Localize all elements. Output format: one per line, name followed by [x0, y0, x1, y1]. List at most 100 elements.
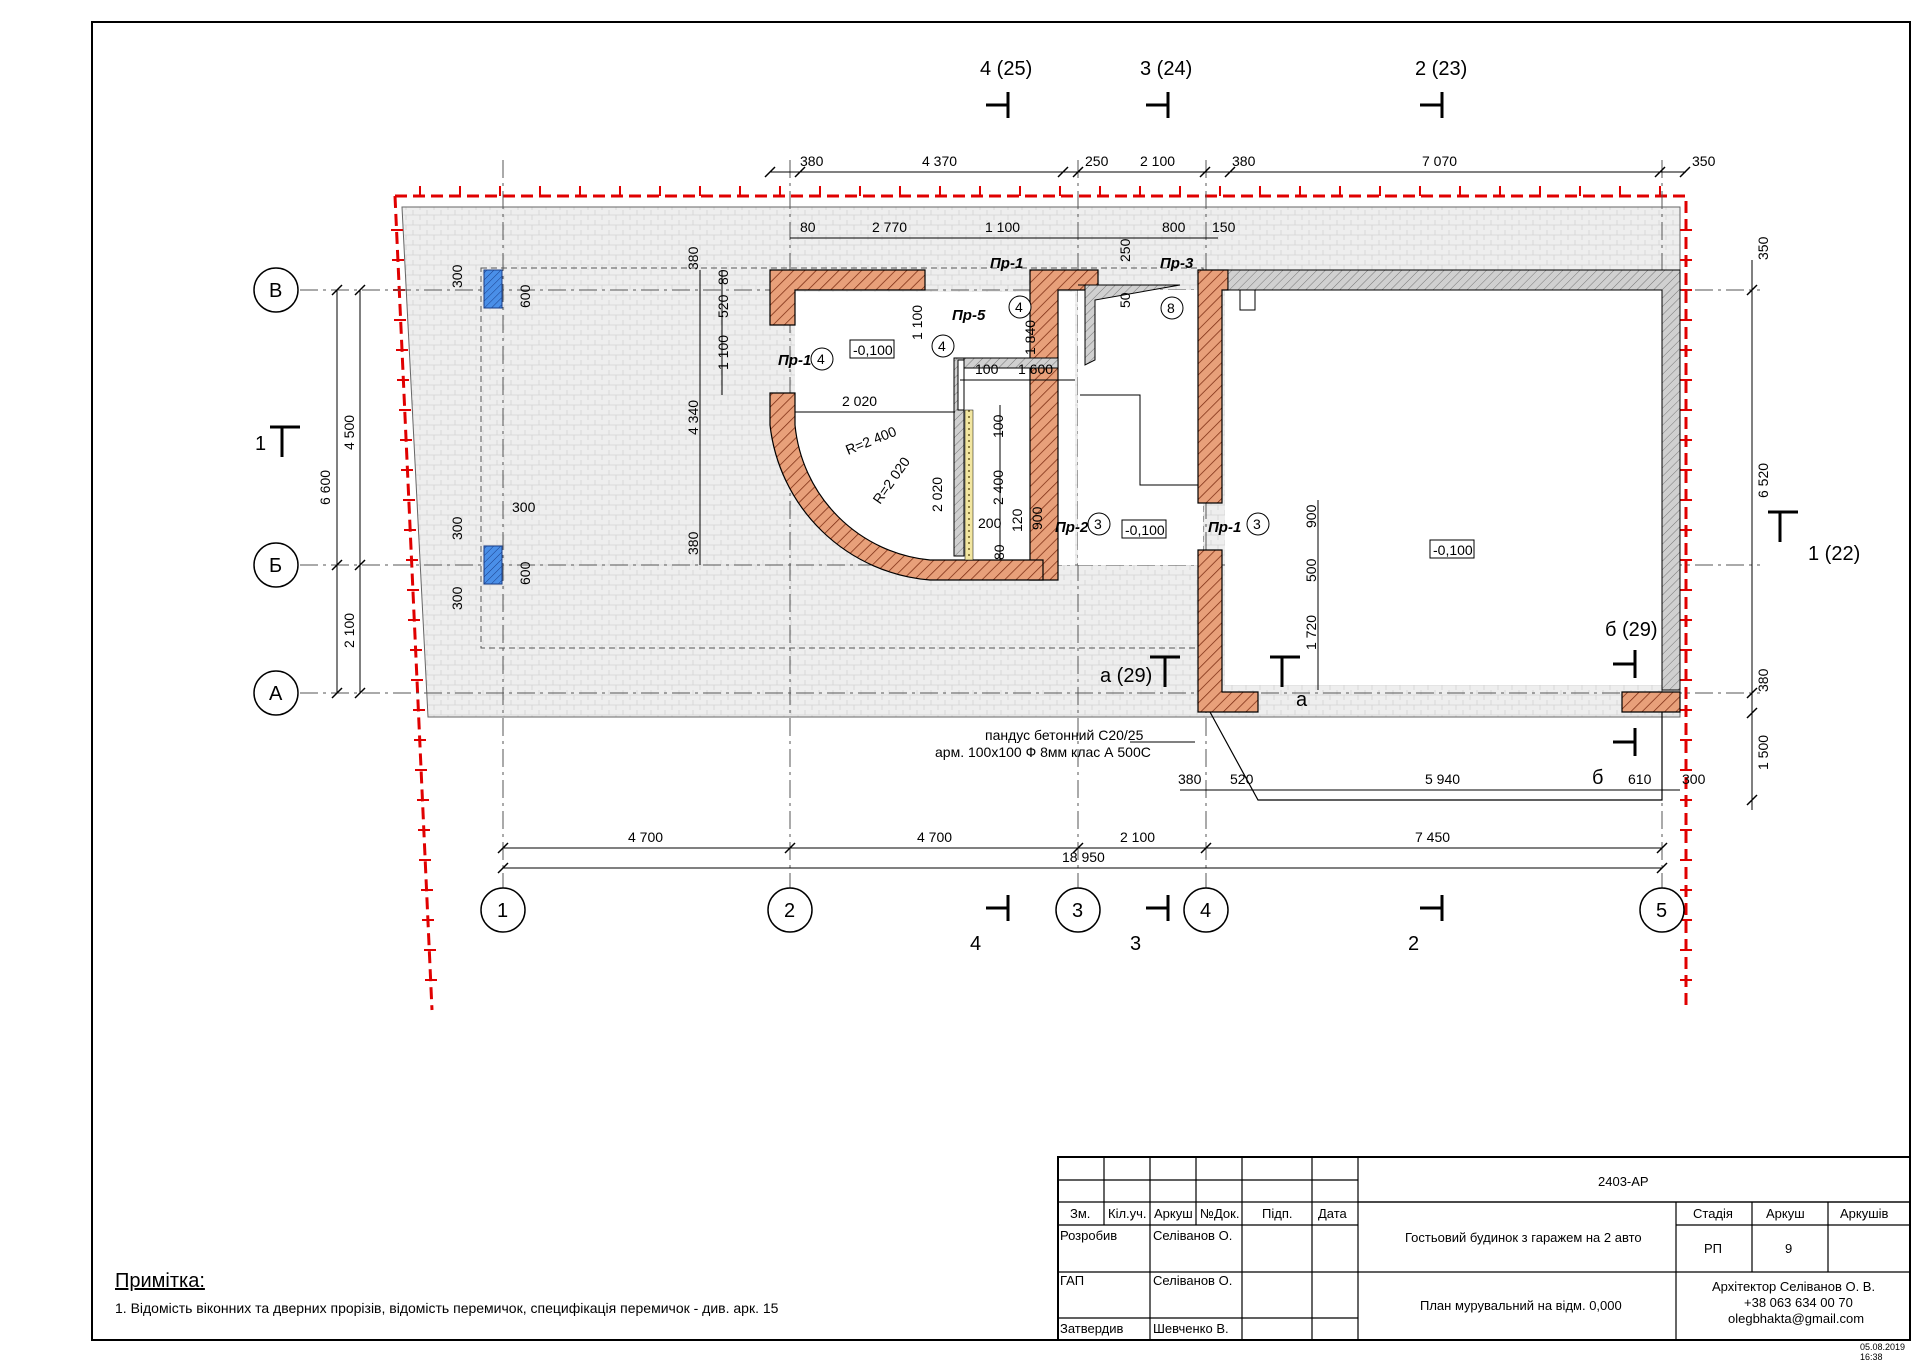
axis-label-5: 5	[1656, 900, 1667, 922]
dim-bottom-4: 7 450	[1415, 829, 1450, 845]
dim-in-17: 1 840	[1022, 320, 1038, 355]
dim-bottom-total: 18 950	[1062, 849, 1105, 865]
garage-floor	[1225, 290, 1665, 685]
tb-name-2: Селіванов О.	[1153, 1273, 1232, 1288]
axis-label-1: 1	[497, 900, 508, 922]
dim-in-25: 900	[1029, 506, 1045, 530]
circle-mark-2: 4	[1015, 299, 1023, 315]
axis-label-4: 4	[1200, 900, 1211, 922]
axis-label-a: А	[269, 683, 283, 705]
tb-stage-header: Стадія	[1693, 1206, 1733, 1221]
level-marks: -0,100 -0,100 -0,100	[849, 339, 1475, 559]
dim-in-18: 100	[975, 361, 999, 377]
dim-in-5: 600	[517, 561, 533, 585]
dimensions-bottom: 4 700 4 700 2 100 7 450 18 950 380 520 5…	[628, 771, 1706, 865]
section-bottom-3: 3	[1130, 933, 1141, 955]
section-top-4: 4 (25)	[980, 58, 1032, 80]
axis-label-2: 2	[784, 900, 795, 922]
dim-right-1500: 1 500	[1755, 735, 1771, 770]
tb-sheet-title: План мурувальний на відм. 0,000	[1420, 1298, 1622, 1313]
label-pr3: Пр-3	[1160, 255, 1194, 272]
label-pr1-right: Пр-1	[1208, 519, 1241, 536]
dim-in-12: 380	[685, 531, 701, 555]
section-bottom-2: 2	[1408, 933, 1419, 955]
opening-labels: Пр-1 Пр-3 Пр-5 Пр-1 Пр-2 Пр-1	[778, 255, 1241, 536]
partition-stub	[957, 359, 965, 411]
dim-in-4: 300	[449, 516, 465, 540]
tb-role-3: Затвердив	[1060, 1321, 1124, 1336]
circle-mark-6: 3	[1253, 516, 1261, 532]
dim-in-23: 200	[978, 515, 1002, 531]
tb-stage: РП	[1704, 1241, 1722, 1256]
label-pr1-top: Пр-1	[990, 255, 1023, 272]
axis-label-b: Б	[269, 555, 282, 577]
dim-right-350: 350	[1755, 236, 1771, 260]
dim-top-3: 250	[1085, 153, 1109, 169]
tb-h-pidp: Підп.	[1262, 1206, 1292, 1221]
dim-top-7: 350	[1692, 153, 1716, 169]
insulation-strip	[964, 409, 974, 561]
tb-sheet-header: Аркуш	[1766, 1206, 1805, 1221]
dim-right-6520: 6 520	[1755, 463, 1771, 498]
dim-in-28: 500	[1303, 558, 1319, 582]
dim-in-10: 1 100	[715, 335, 731, 370]
dim-in-30: 250	[1117, 238, 1133, 262]
dim-in-22: 2 020	[929, 477, 945, 512]
dim-bottom-2: 4 700	[917, 829, 952, 845]
dim-in-29: 1 720	[1303, 615, 1319, 650]
dim-left-2100: 2 100	[341, 613, 357, 648]
dim-left-4500: 4 500	[341, 415, 357, 450]
note-title: Примітка:	[115, 1270, 205, 1292]
sheet-frame	[91, 21, 1911, 1341]
tb-project: Гостьовий будинок з гаражем на 2 авто	[1405, 1230, 1642, 1245]
section-top-2: 2 (23)	[1415, 58, 1467, 80]
circle-mark-1: 4	[817, 351, 825, 367]
dim-top-5: 380	[1232, 153, 1256, 169]
level-mark-2: -0,100	[1125, 522, 1165, 538]
section-b-upper: б (29)	[1605, 619, 1658, 641]
dim-in-7: 380	[685, 246, 701, 270]
dimensions-top: 380 4 370 250 2 100 380 7 070 350 80 2 7…	[800, 153, 1716, 235]
dim-in-31: 50	[1117, 292, 1133, 308]
dimension-lines	[336, 171, 1753, 869]
label-pr2: Пр-2	[1055, 519, 1089, 536]
dimensions-vertical: 6 600 4 500 2 100 350 6 520 380 1 500	[317, 236, 1771, 770]
circle-mark-4: 8	[1167, 300, 1175, 316]
tb-name-1: Селіванов О.	[1153, 1228, 1232, 1243]
dim-in-2: 600	[517, 284, 533, 308]
circle-mark-3: 4	[938, 338, 946, 354]
label-pr1-left: Пр-1	[778, 352, 811, 369]
axis-label-3: 3	[1072, 900, 1083, 922]
dim-top-1: 380	[800, 153, 824, 169]
level-mark-3: -0,100	[1433, 542, 1473, 558]
dim-ramp-4: 610	[1628, 771, 1652, 787]
circle-marks: 4 4 4 8 3 3	[810, 295, 1270, 536]
dim-in-16: 1 100	[909, 305, 925, 340]
dim-in-24: 120	[1009, 508, 1025, 532]
axis-markers-numbers: 1 2 3 4 5	[480, 887, 1685, 933]
dim-in-9: 80	[715, 269, 731, 285]
section-a-upper: а (29)	[1100, 665, 1152, 687]
ramp-note-line-2: арм. 100х100 Ф 8мм клас А 500С	[935, 744, 1151, 760]
ramp-note-line-1: пандус бетонний С20/25	[985, 727, 1144, 743]
title-block-text: 2403-АР Зм. Кіл.уч. Аркуш №Док. Підп. Да…	[1060, 1174, 1889, 1336]
dim-in-26: 80	[991, 544, 1007, 560]
dim-in-6: 300	[449, 586, 465, 610]
tb-company-3: olegbhakta@gmail.com	[1728, 1311, 1864, 1326]
section-a-lower: а	[1296, 689, 1308, 711]
tb-company-2: +38 063 634 00 70	[1744, 1295, 1853, 1310]
dim-top2-2: 2 770	[872, 219, 907, 235]
dim-top2-5: 150	[1212, 219, 1236, 235]
dim-bottom-1: 4 700	[628, 829, 663, 845]
dim-in-20: 100	[990, 414, 1006, 438]
dim-in-19: 1 600	[1018, 361, 1053, 377]
tb-h-data: Дата	[1318, 1206, 1348, 1221]
dim-top2-1: 80	[800, 219, 816, 235]
dim-in-27: 900	[1303, 504, 1319, 528]
dim-in-8: 520	[715, 294, 731, 318]
section-top-3: 3 (24)	[1140, 58, 1192, 80]
axis-markers-letters: В Б А	[253, 267, 299, 716]
dimension-ticks	[331, 166, 1758, 874]
level-mark-1: -0,100	[853, 342, 893, 358]
